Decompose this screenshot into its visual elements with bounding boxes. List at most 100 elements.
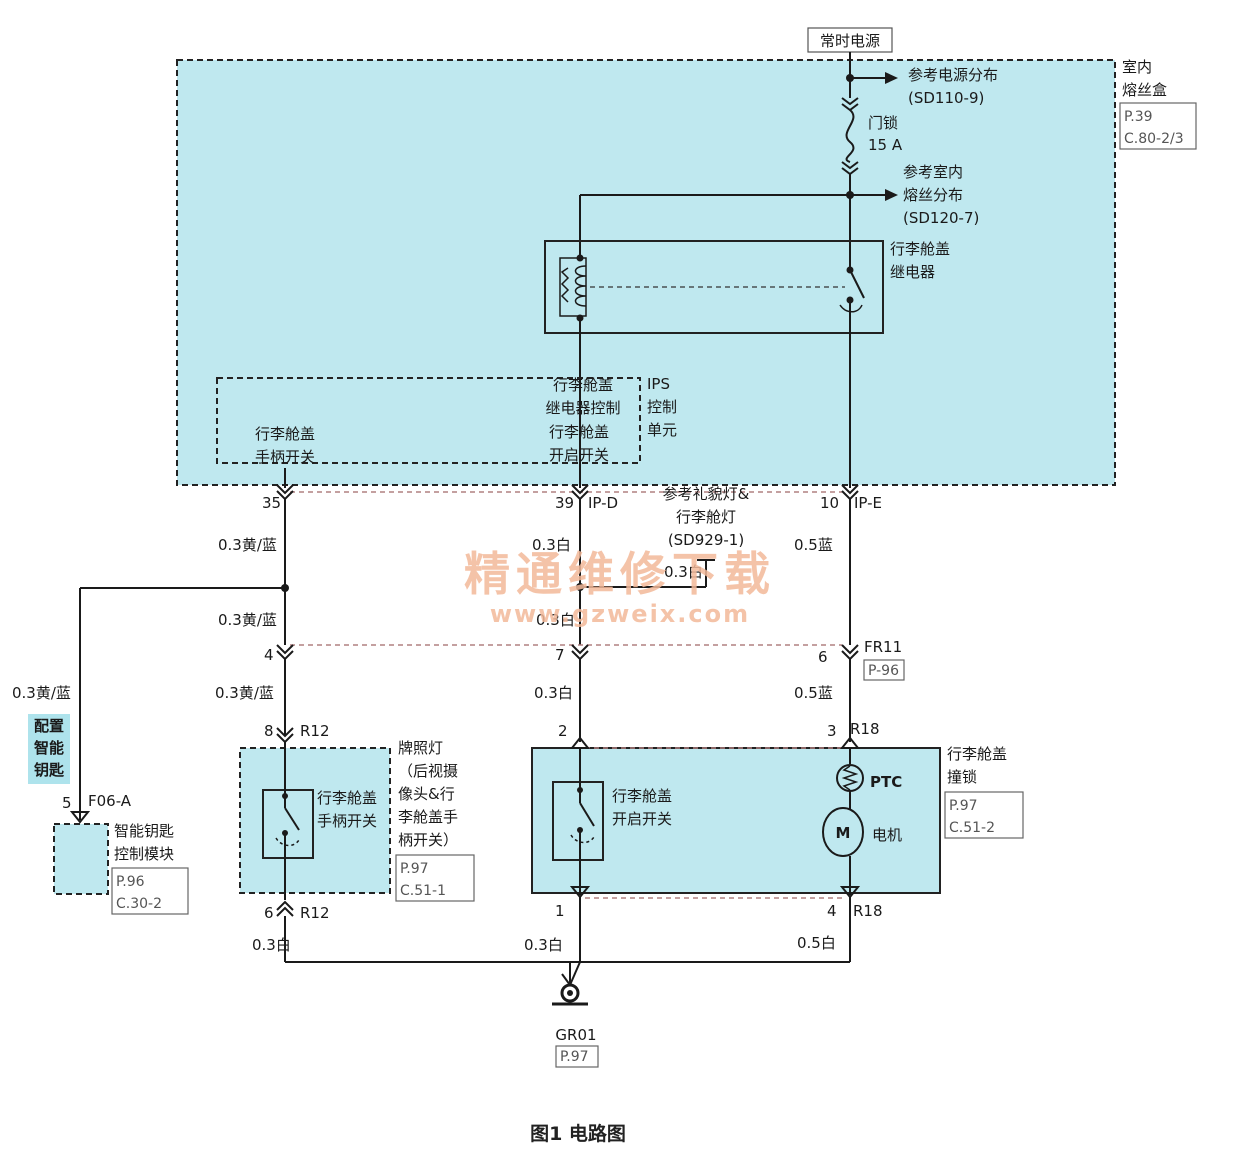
ref-lamp-1: 参考礼貌灯& — [663, 485, 750, 503]
fuse-box-ref-conn: C.80-2/3 — [1124, 131, 1184, 147]
arrow-right-icon — [885, 72, 898, 84]
connector-ip-d: IP-D — [588, 494, 618, 512]
ref-fuse-dist-label-2: 熔丝分布 — [903, 186, 963, 204]
smart-key-control-module — [53, 823, 109, 895]
connector-fr11-ref: P-96 — [868, 663, 899, 679]
connector-chevron-up-icon — [276, 900, 294, 917]
ref-fuse-dist-code: (SD120-7) — [903, 209, 979, 227]
license-lamp-label-2: （后视摄 — [398, 762, 458, 780]
relay-label-1: 行李舱盖 — [890, 240, 950, 258]
ground-ref: P.97 — [560, 1049, 589, 1065]
ips-label-1: IPS — [647, 375, 670, 393]
handle-switch-label-1: 行李舱盖 — [317, 789, 377, 807]
fuse-box-label-2: 熔丝盒 — [1122, 81, 1167, 99]
license-lamp-label-5: 柄开关） — [398, 831, 458, 849]
pin-10: 10 — [820, 494, 839, 512]
wire-label-white-5: 0.3白 — [524, 936, 563, 954]
wire-label-white-branch: 0.3白 — [664, 563, 703, 581]
wire-label-white-1: 0.3白 — [532, 536, 571, 554]
connector-chevron-icon — [571, 644, 589, 661]
trunk-latch-label-2: 撞锁 — [947, 768, 977, 786]
watermark-url: www.gzweix.com — [490, 600, 750, 628]
fuse-box-module — [176, 59, 1116, 486]
wire-label-white-3: 0.3白 — [534, 684, 573, 702]
license-lamp-ref-page: P.97 — [400, 861, 429, 877]
wire-label-yellow-blue-2: 0.3黄/蓝 — [218, 611, 277, 629]
pin-8: 8 — [264, 722, 274, 740]
ref-lamp-2: 行李舱灯 — [676, 508, 736, 526]
ref-fuse-dist-label-1: 参考室内 — [903, 163, 963, 181]
ptc-label: PTC — [870, 773, 902, 791]
ips-signal-2: 继电器控制 — [545, 399, 620, 417]
smart-key-option-badge — [28, 714, 70, 784]
relay-coil-icon — [574, 265, 587, 307]
trunk-latch-ref-conn: C.51-2 — [949, 820, 995, 836]
connector-r18-a: R18 — [850, 720, 880, 738]
license-lamp-label-4: 李舱盖手 — [398, 808, 458, 826]
pin-6b: 6 — [264, 904, 274, 922]
pin-2: 2 — [558, 722, 568, 740]
pin-4: 4 — [264, 646, 274, 664]
trunk-latch-module — [531, 747, 941, 894]
smart-key-module-label-1: 智能钥匙 — [114, 822, 174, 840]
fuse-rating: 15 A — [868, 136, 903, 154]
figure-caption: 图1 电路图 — [530, 1122, 626, 1145]
connector-arrow-up-icon — [839, 736, 861, 749]
trunk-latch-label-1: 行李舱盖 — [947, 745, 1007, 763]
smart-key-option-1: 配置 — [34, 717, 64, 735]
smart-key-option-3: 钥匙 — [34, 761, 65, 779]
wire-label-yellow-blue-3: 0.3黄/蓝 — [215, 684, 274, 702]
connector-f06a: F06-A — [88, 792, 132, 810]
license-lamp-label-3: 像头&行 — [398, 785, 455, 803]
connector-r18-b: R18 — [853, 902, 883, 920]
relay-contact-icon — [849, 269, 865, 299]
pin-3: 3 — [827, 722, 837, 740]
connector-chevron-icon — [276, 644, 294, 661]
open-switch-box — [552, 781, 604, 861]
connector-r12-a: R12 — [300, 722, 330, 740]
fuse-name: 门锁 — [868, 114, 898, 132]
handle-switch-label-2: 手柄开关 — [317, 812, 377, 830]
trunk-lid-relay — [544, 240, 884, 334]
relay-label-2: 继电器 — [890, 263, 935, 281]
connector-arrow-up-icon — [569, 736, 591, 749]
pin-1: 1 — [555, 902, 565, 920]
smart-key-module-label-2: 控制模块 — [114, 845, 174, 863]
ips-control-unit — [216, 377, 641, 464]
wire-label-blue-3: 0.5白 — [797, 934, 836, 952]
fuse-box-ref-page: P.39 — [1124, 109, 1153, 125]
pin-39: 39 — [555, 494, 574, 512]
smart-key-ref-conn: C.30-2 — [116, 896, 162, 912]
pin-4b: 4 — [827, 902, 837, 920]
motor-label: 电机 — [872, 826, 902, 844]
power-source-label: 常时电源 — [820, 32, 880, 50]
ips-label-2: 控制 — [647, 398, 677, 416]
ips-label-3: 单元 — [647, 421, 677, 439]
handle-signal-2: 手柄开关 — [255, 448, 315, 466]
pin-35: 35 — [262, 494, 281, 512]
ref-lamp-3: (SD929-1) — [668, 531, 744, 549]
power-source-box — [807, 27, 893, 53]
ref-power-dist-code: (SD110-9) — [908, 89, 984, 107]
ips-signal-1: 行李舱盖 — [553, 376, 613, 394]
wire-label-blue-2: 0.5蓝 — [794, 684, 833, 702]
handle-switch-box — [262, 789, 314, 859]
ref-power-dist-label: 参考电源分布 — [908, 66, 998, 84]
wire-label-yellow-blue-1: 0.3黄/蓝 — [218, 536, 277, 554]
connector-ip-e: IP-E — [854, 494, 882, 512]
open-switch-label-1: 行李舱盖 — [612, 787, 672, 805]
open-switch-label-2: 开启开关 — [612, 810, 672, 828]
connector-arrow-down-icon — [69, 811, 91, 824]
handle-signal-1: 行李舱盖 — [255, 425, 315, 443]
ground-label: GR01 — [555, 1026, 596, 1044]
wire-label-white-2: 0.3白 — [536, 611, 575, 629]
pin-7: 7 — [555, 646, 565, 664]
license-lamp-label-1: 牌照灯 — [398, 739, 443, 757]
ips-signal-4: 开启开关 — [549, 446, 609, 464]
pin-6a: 6 — [818, 648, 828, 666]
arrow-right-icon — [885, 189, 898, 201]
license-lamp-module — [239, 747, 391, 894]
watermark-text: 精通维修下载 — [464, 547, 776, 601]
trunk-latch-ref-page: P.97 — [949, 798, 978, 814]
